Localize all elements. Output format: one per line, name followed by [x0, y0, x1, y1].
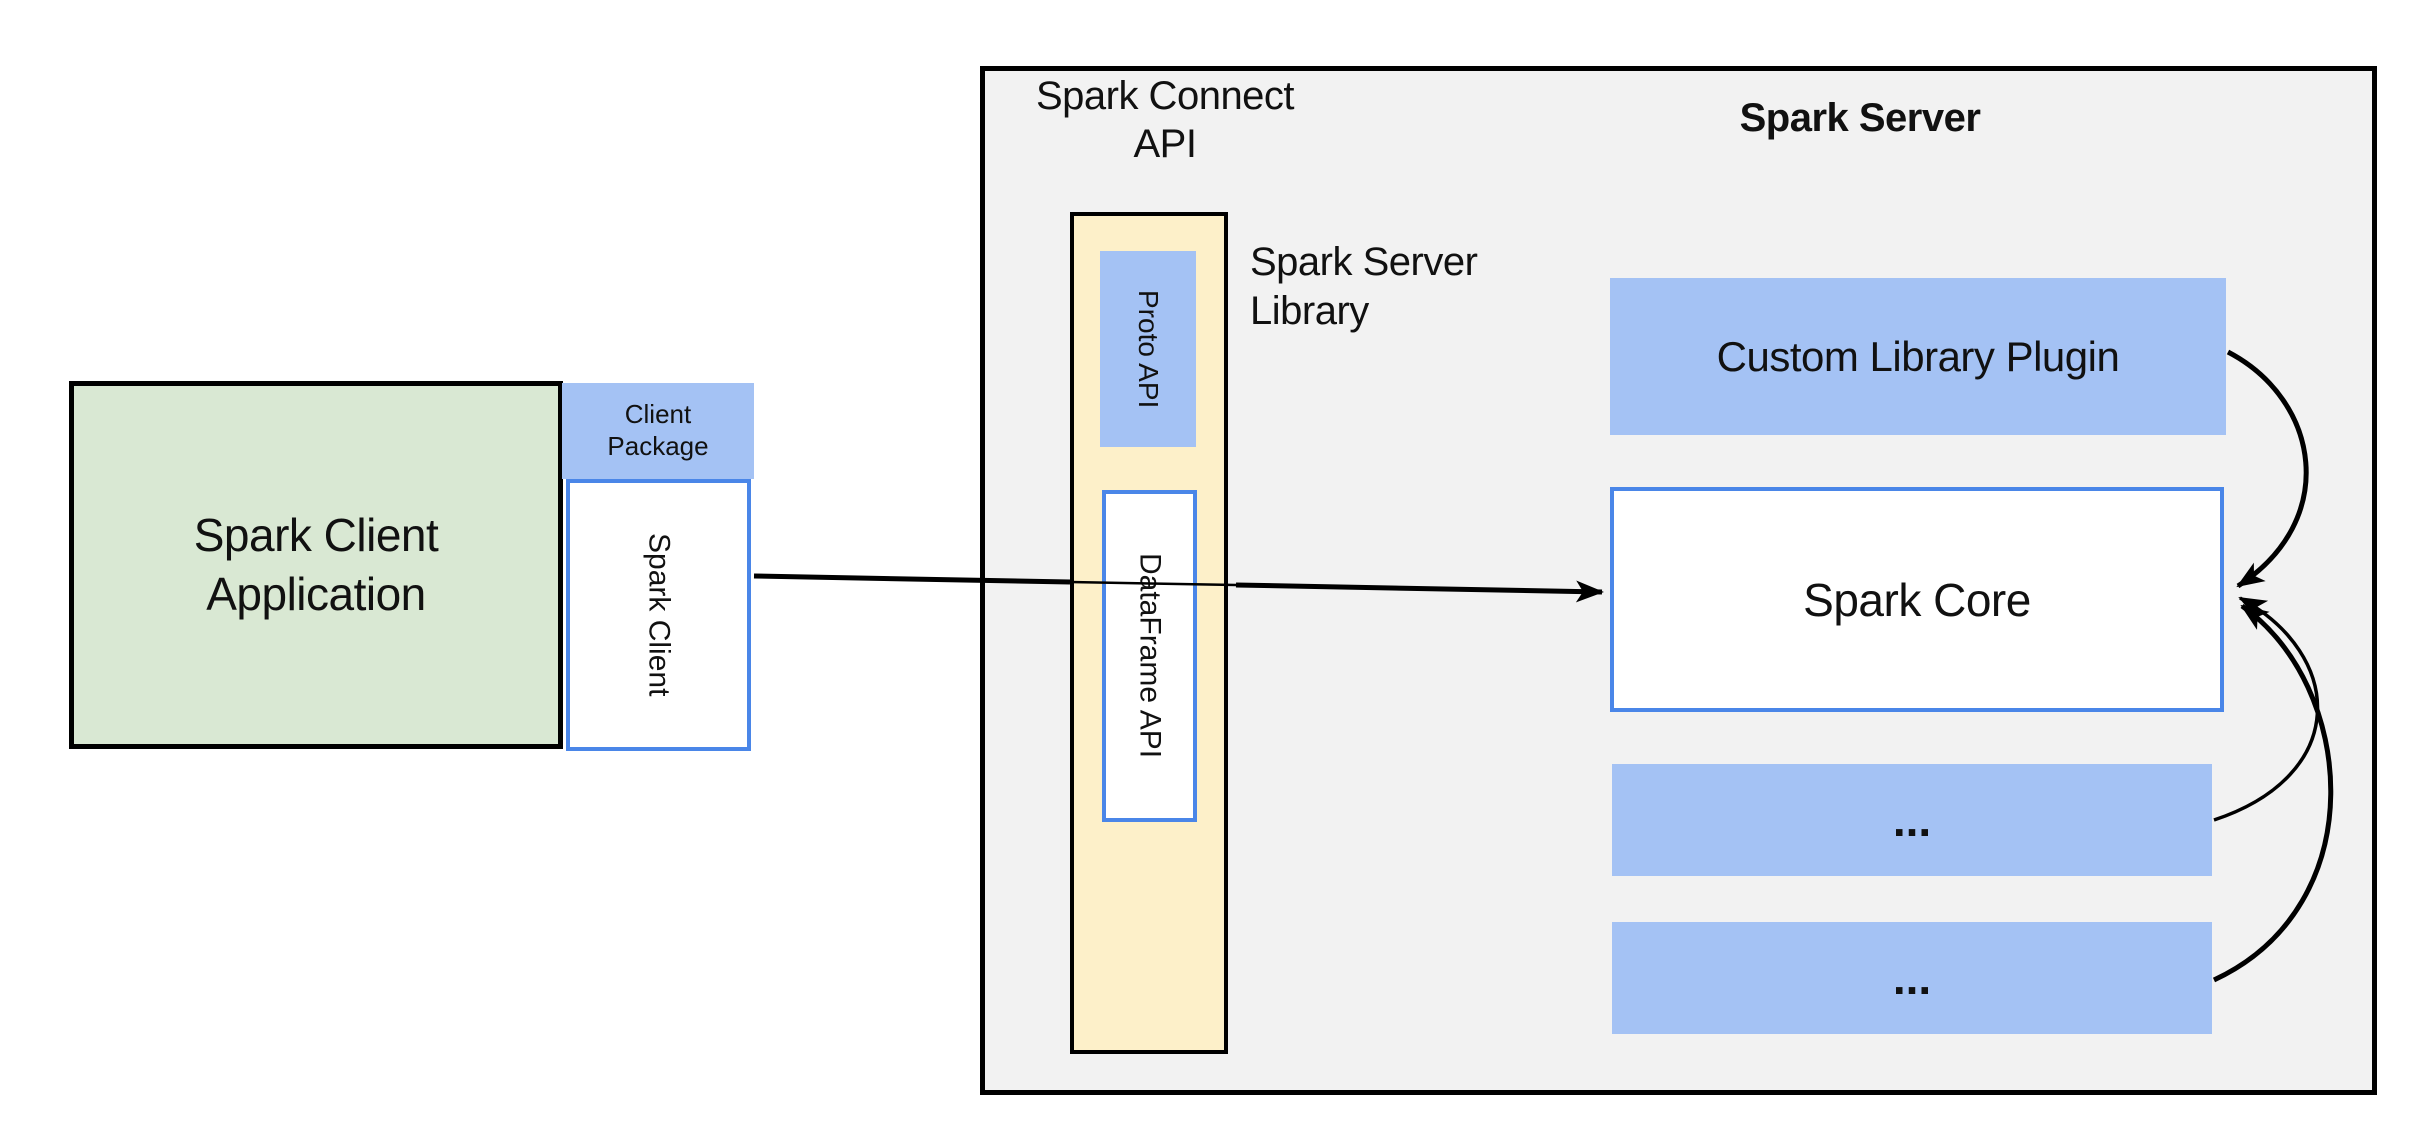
custom-library-plugin-box: Custom Library Plugin [1610, 278, 2226, 435]
dataframe-api-box: DataFrame API [1102, 490, 1197, 822]
spark-core-box: Spark Core [1610, 487, 2224, 712]
spark-server-library-label: Spark Server Library [1250, 240, 1478, 333]
proto-api-box: Proto API [1100, 251, 1196, 447]
client-package-box: Client Package [562, 383, 754, 479]
spark-server-title: Spark Server [1739, 96, 1981, 140]
plugin-slot-1-box: ... [1612, 764, 2212, 876]
spark-connect-api-title: Spark Connect API [1035, 74, 1295, 166]
spark-client-application-box: Spark Client Application [69, 381, 563, 749]
dataframe-api-label: DataFrame API [1133, 553, 1167, 759]
proto-api-label: Proto API [1133, 289, 1164, 409]
plugin-slot-2-box: ... [1612, 922, 2212, 1034]
spark-client-label: Spark Client [642, 533, 676, 697]
spark-client-box: Spark Client [566, 479, 751, 751]
